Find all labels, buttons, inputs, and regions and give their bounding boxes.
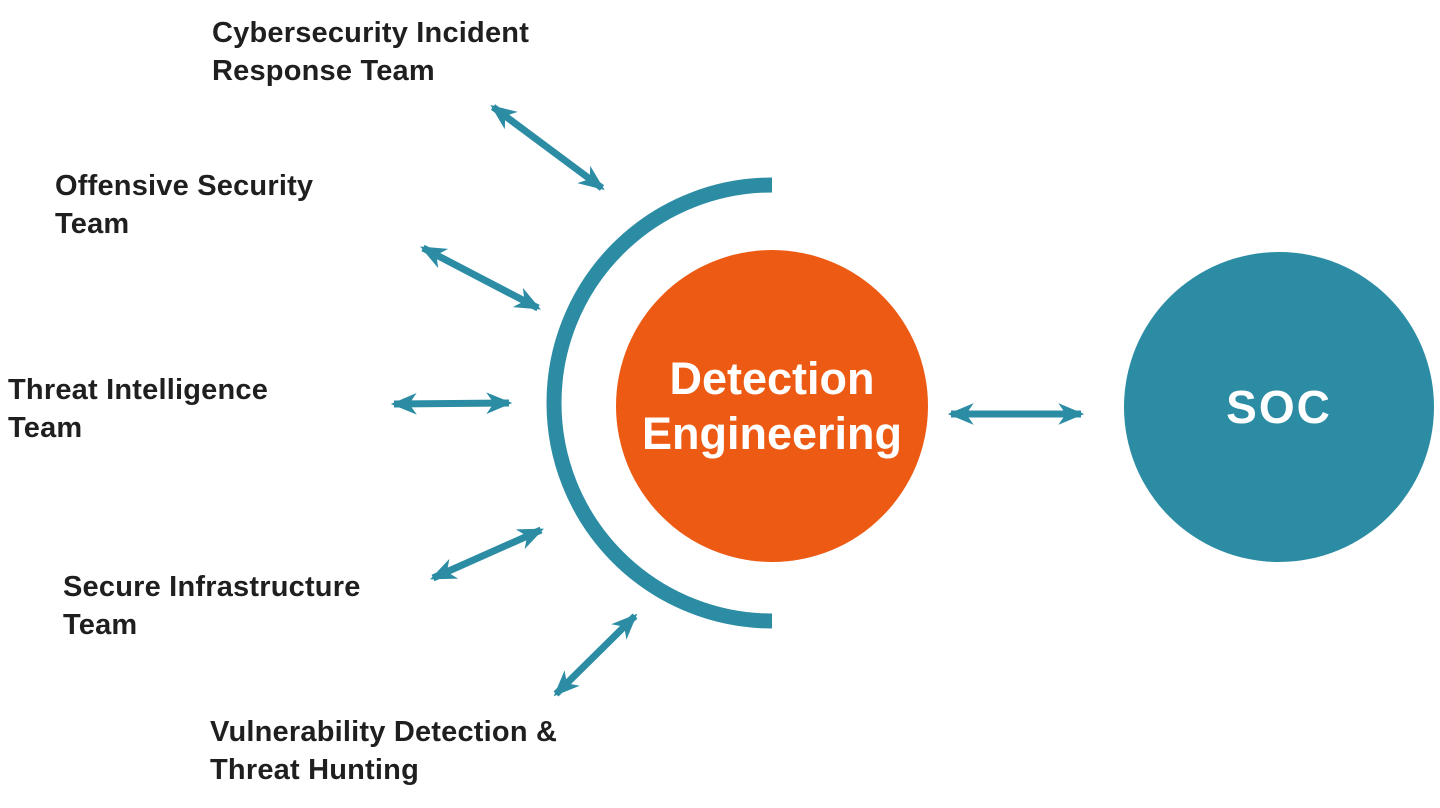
arrow-vulnerability-threat-hunting [553, 613, 638, 697]
arrow-threat-intelligence [390, 392, 513, 415]
label-cybersecurity-incident-response-team: Cybersecurity Incident Response Team [212, 17, 530, 87]
detection-engineering-node: Detection Engineering [616, 250, 928, 562]
label-threat-intelligence-team: Threat Intelligence Team [8, 374, 269, 444]
label-offensive-security-team: Offensive Security Team [55, 170, 314, 240]
soc-label: SOC [1226, 381, 1332, 433]
detection-engineering-label: Detection Engineering [641, 353, 903, 459]
interface-arc [546, 177, 773, 629]
arrow-secure-infrastructure [430, 526, 544, 582]
arrow-cybersecurity-incident-response [490, 104, 605, 191]
arrow-offensive-security [420, 244, 541, 312]
soc-node: SOC [1124, 252, 1434, 562]
label-vulnerability-detection-threat-hunting: Vulnerability Detection & Threat Hunting [210, 716, 558, 786]
label-secure-infrastructure-team: Secure Infrastructure Team [63, 571, 361, 641]
